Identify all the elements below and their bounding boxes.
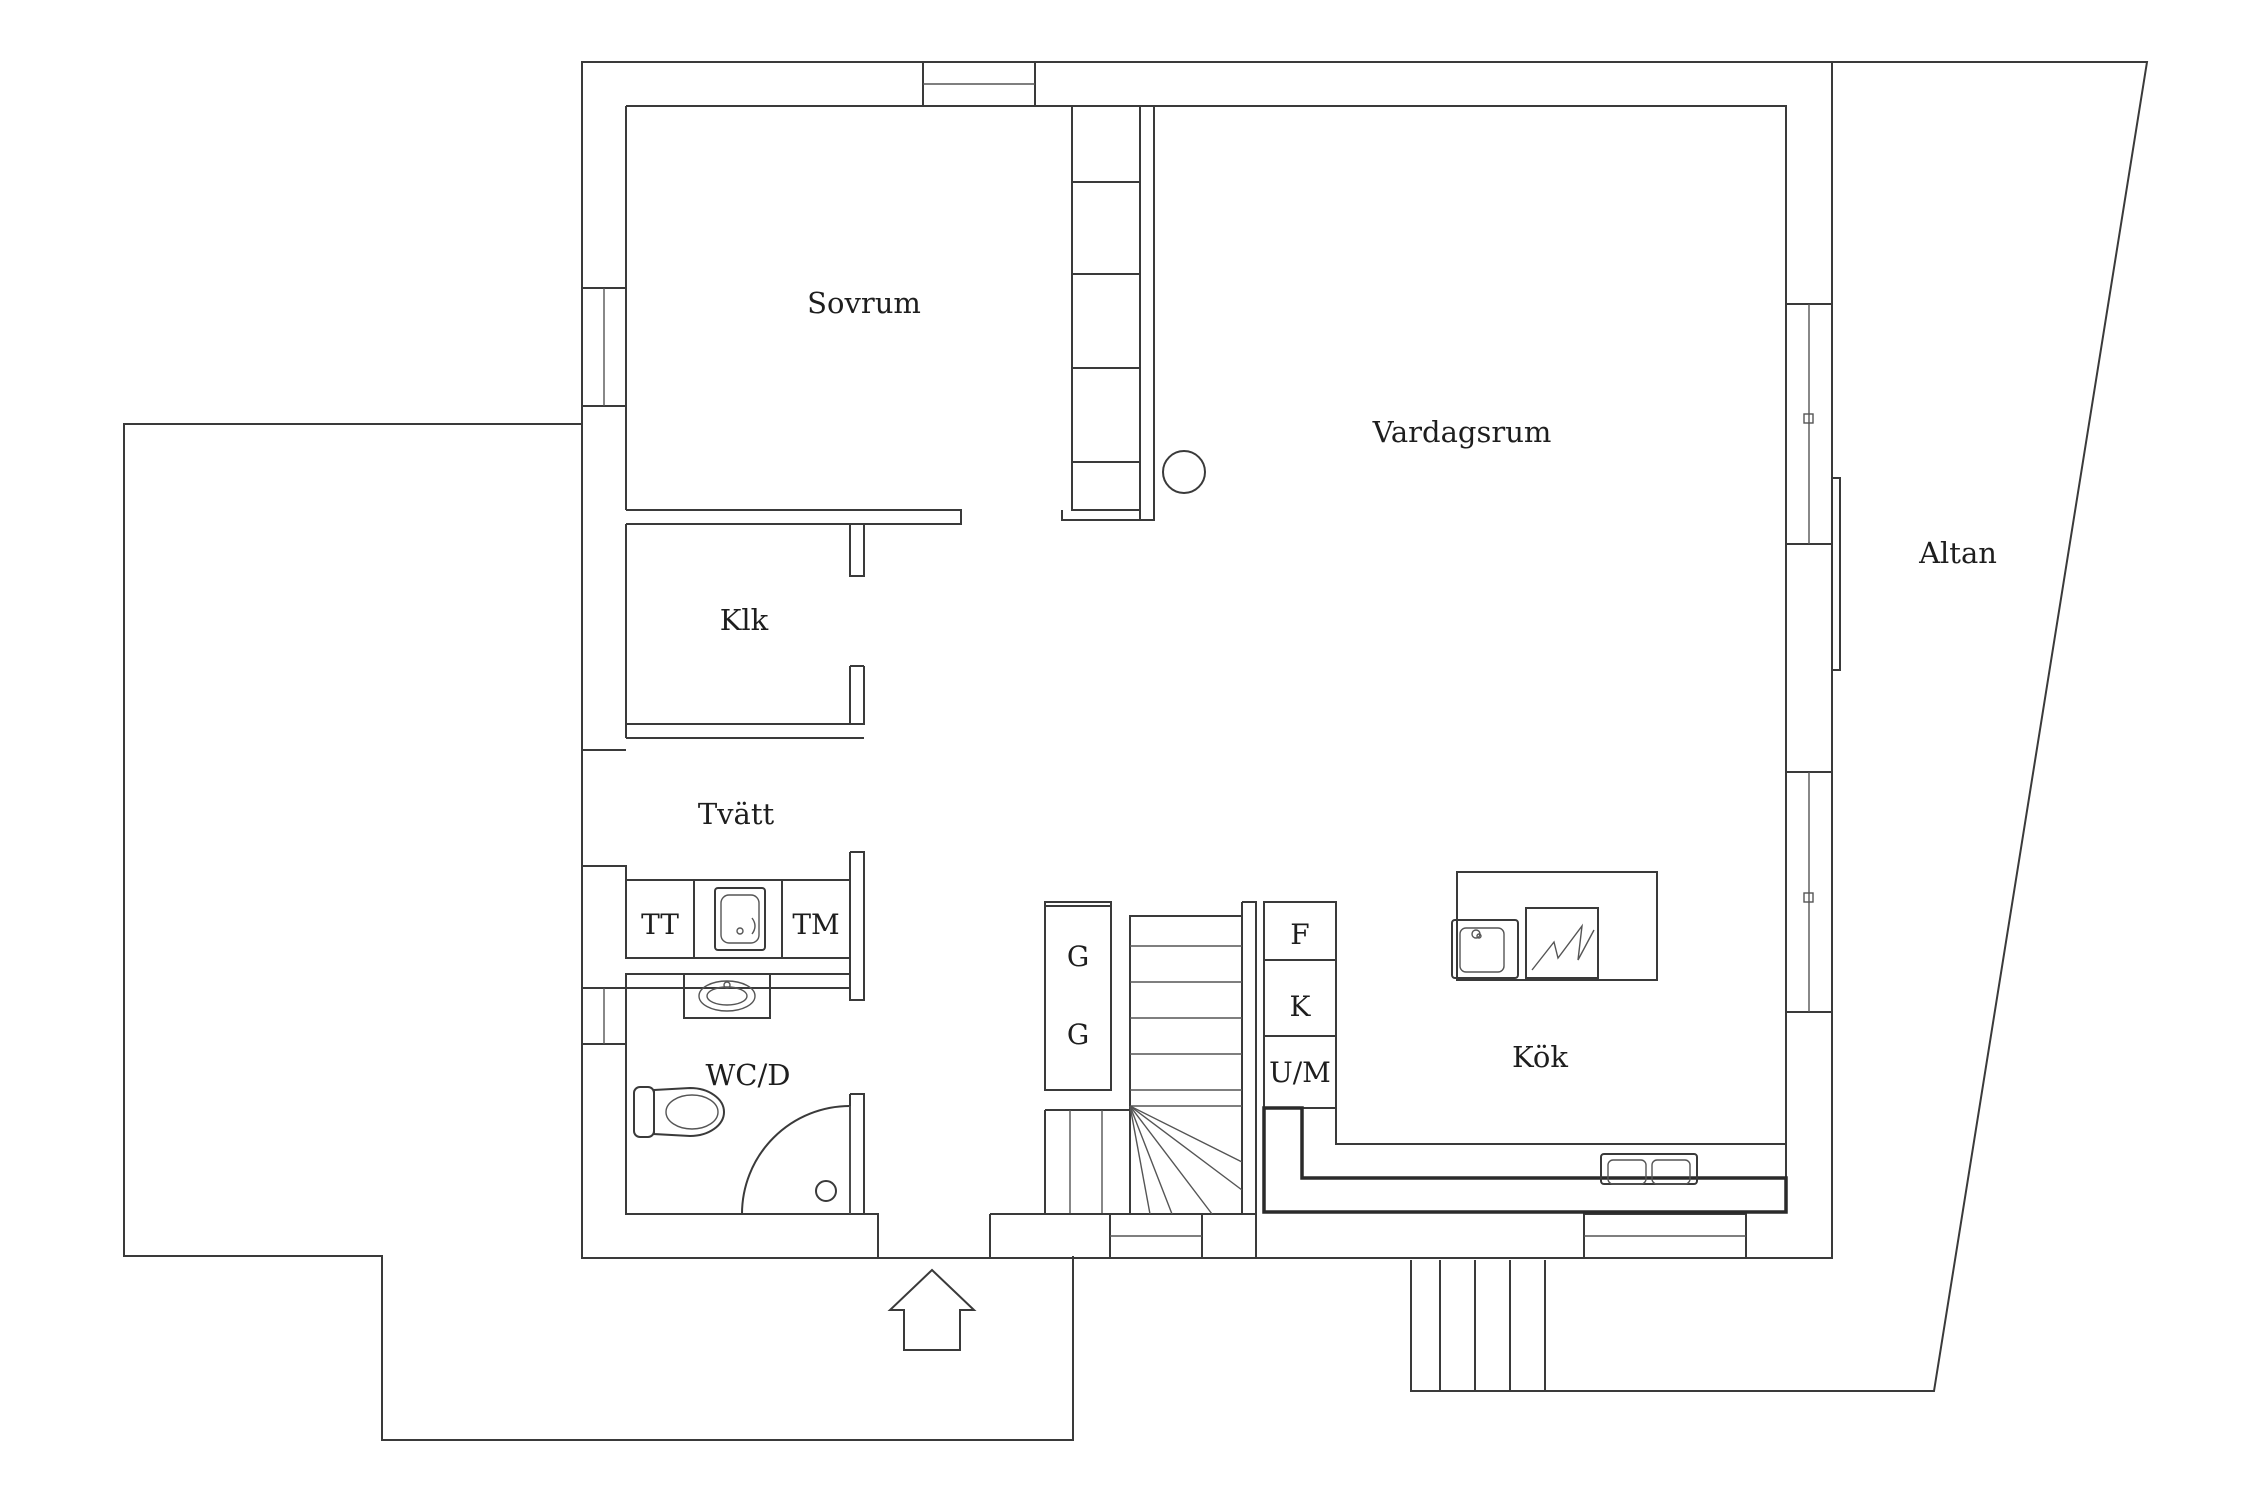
room-label-klk: Klk	[720, 603, 769, 637]
window-south-stairs	[1109, 1213, 1203, 1259]
toilet-icon	[633, 1086, 725, 1138]
shower-icon	[741, 1105, 851, 1215]
window-east-upper	[1785, 303, 1833, 545]
laundry-sink-icon	[714, 887, 766, 951]
fixture-label-g-lower: G	[1067, 1018, 1089, 1051]
altan-deck	[1410, 61, 2149, 1392]
staircase	[1044, 915, 1243, 1215]
kitchen-cabinets	[1263, 901, 1337, 1109]
fixture-label-g-upper: G	[1067, 940, 1089, 973]
kitchen-island	[1456, 871, 1658, 981]
window-south-kitchen	[1583, 1213, 1747, 1259]
wardrobe	[1071, 105, 1141, 511]
room-label-altan: Altan	[1918, 536, 1997, 570]
wall-bedroom-living	[1139, 106, 1155, 521]
wall-closet-right	[849, 524, 865, 725]
wall-stair-left	[989, 1213, 1110, 1258]
storage-g	[1044, 901, 1112, 1091]
kitchen-counter	[1262, 1106, 1788, 1214]
wall-bedroom-south	[626, 509, 962, 525]
wall-laundry-right	[849, 851, 865, 1001]
altan-door	[1831, 477, 1841, 671]
entrance-arrow-icon	[887, 1268, 977, 1351]
room-label-vardagsrum: Vardagsrum	[1372, 415, 1552, 449]
fixture-label-k: K	[1290, 990, 1312, 1023]
wall-stair-kitchen	[1202, 901, 1257, 1215]
fireplace-icon	[1162, 450, 1206, 494]
fixture-label-f: F	[1290, 918, 1309, 951]
room-label-kok: Kök	[1512, 1040, 1568, 1074]
window-west-bedroom	[581, 287, 627, 407]
washbasin-icon	[683, 973, 771, 1019]
fixture-label-tm: TM	[792, 908, 839, 941]
room-label-sovrum: Sovrum	[807, 286, 921, 320]
room-label-wcd: WC/D	[705, 1058, 790, 1092]
entrance-steps	[1439, 1260, 1546, 1391]
terrace-left	[123, 423, 1074, 1441]
island-sink-icon	[1451, 919, 1519, 979]
window-east-lower	[1785, 771, 1833, 1013]
wall-wc-top	[625, 973, 850, 1000]
window-north	[922, 61, 1036, 107]
wall-closet-south	[625, 723, 864, 739]
wall-laundry-top	[582, 865, 627, 880]
fixture-label-tt: TT	[641, 908, 679, 941]
fixture-label-um: U/M	[1269, 1056, 1331, 1089]
window-west-wc	[581, 987, 627, 1045]
room-label-tvatt: Tvätt	[698, 797, 775, 831]
kitchen-sink-icon	[1600, 1153, 1698, 1185]
laundry-counter	[625, 879, 851, 959]
island-cooktop-icon	[1525, 907, 1599, 979]
wall-wardrobe-segments	[1061, 510, 1140, 521]
